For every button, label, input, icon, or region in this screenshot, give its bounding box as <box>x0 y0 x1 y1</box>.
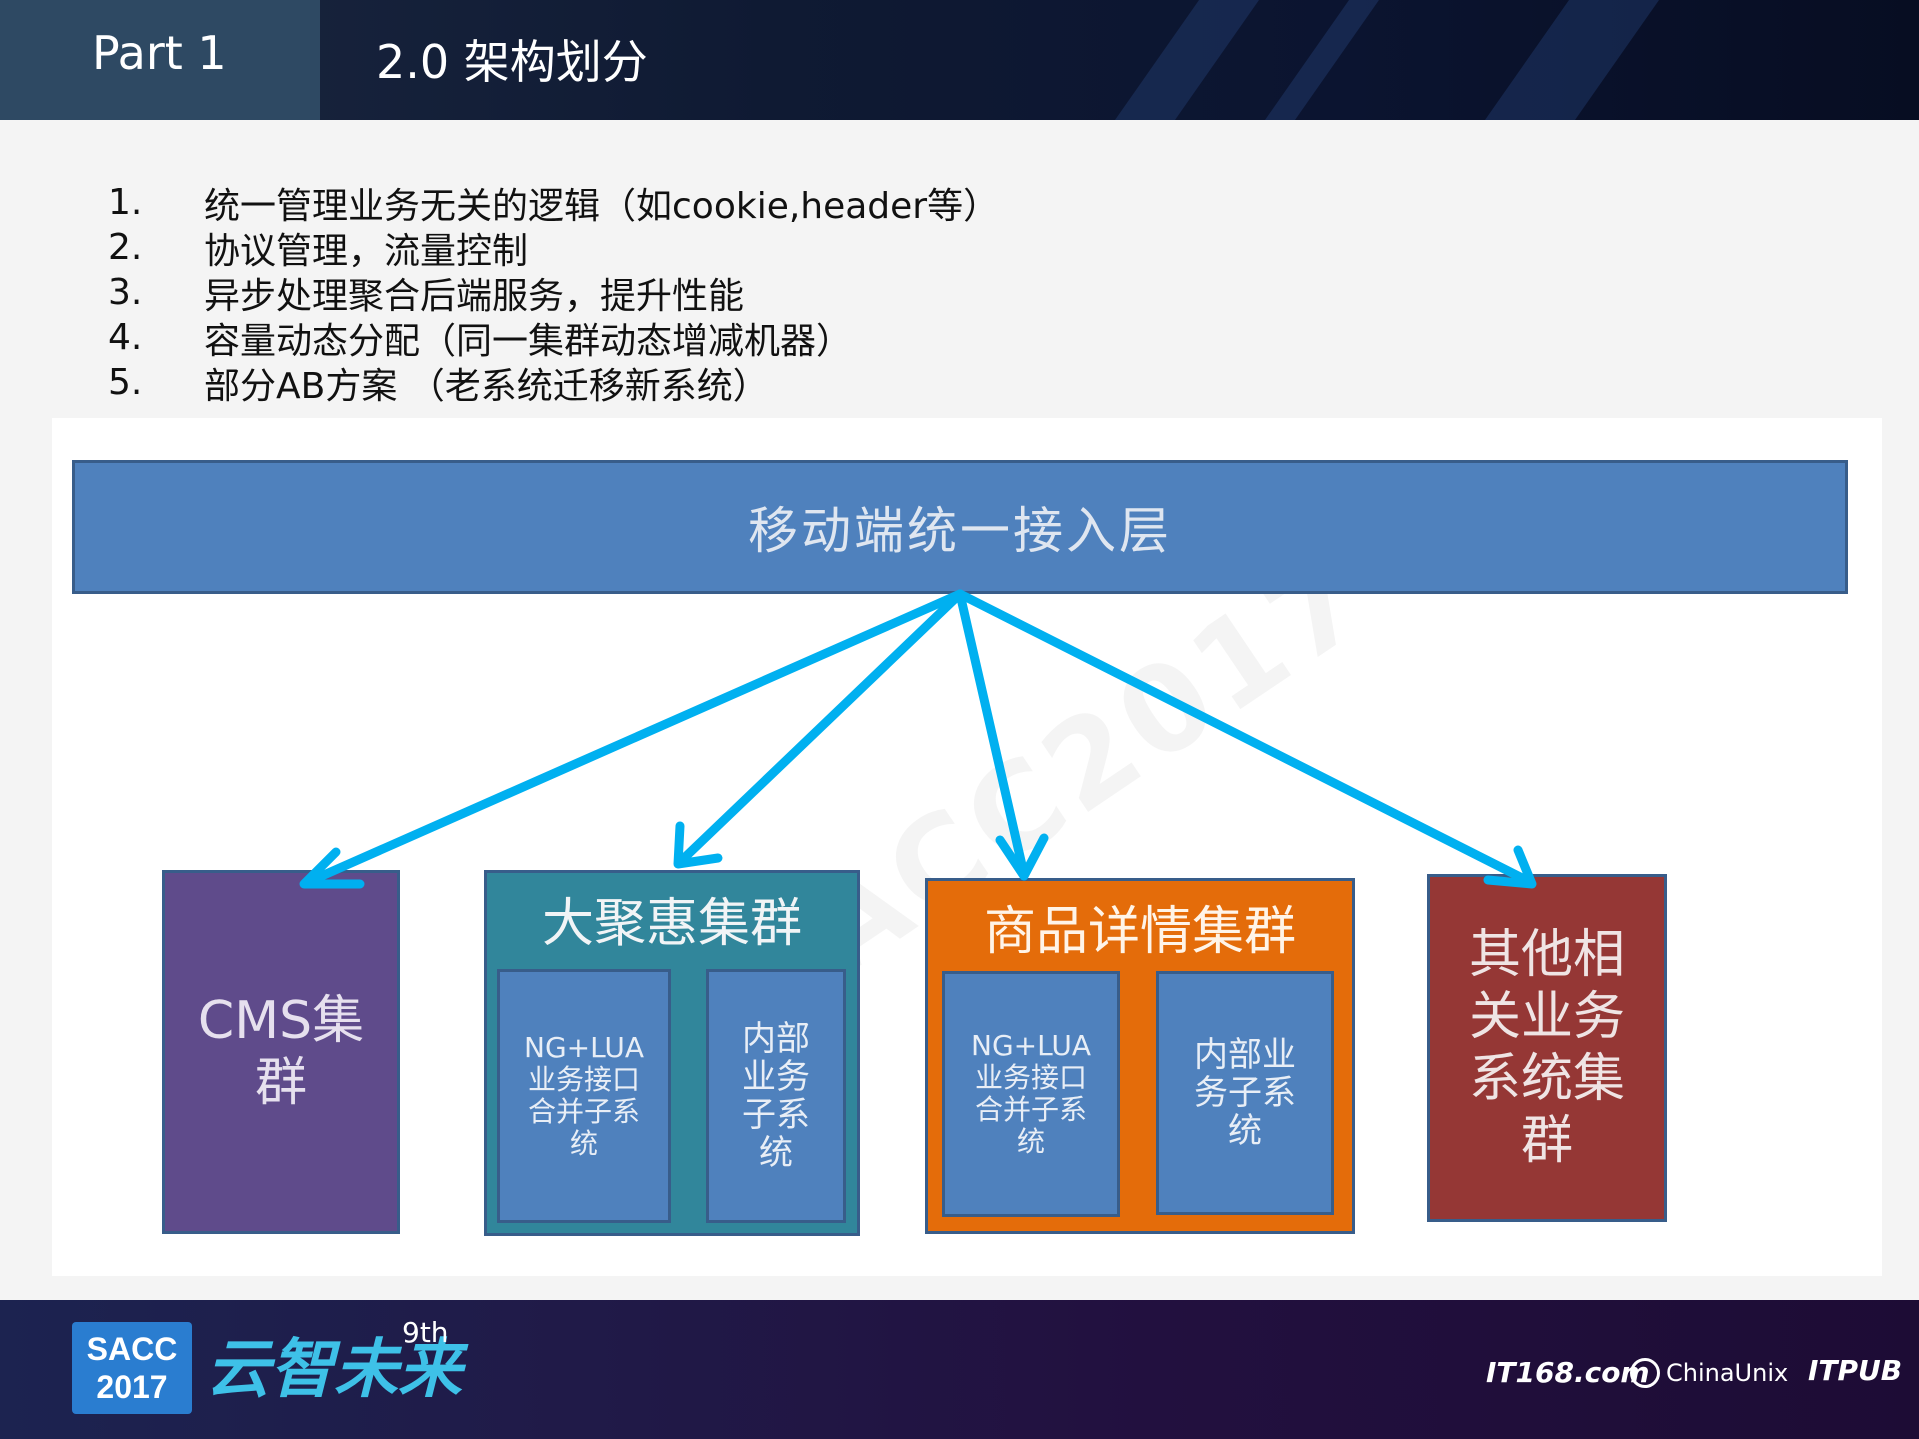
other-cluster-box: 其他相关业务系统集群 <box>1427 874 1667 1222</box>
access-layer-label: 移动端统一接入层 <box>748 502 1172 560</box>
list-text: 部分AB方案 （老系统迁移新系统） <box>204 365 769 407</box>
sacc-logo-top: SACC <box>86 1331 178 1367</box>
spxq-cluster-box: 商品详情集群 NG+LUA业务接口合并子系统 内部业务子系统 <box>925 878 1355 1234</box>
djh-sub-system-2-label: 内部业务子系统 <box>742 1019 810 1173</box>
list-item: 5. 部分AB方案 （老系统迁移新系统） <box>108 360 999 407</box>
djh-sub-system-1: NG+LUA业务接口合并子系统 <box>497 969 671 1223</box>
chinaunix-logo-text: ChinaUnix <box>1666 1359 1789 1387</box>
sacc-logo: SACC 2017 <box>72 1322 192 1414</box>
header-decoration <box>1086 0 1274 120</box>
list-item: 4. 容量动态分配（同一集群动态增减机器） <box>108 315 999 362</box>
spxq-sub-system-1-label: NG+LUA业务接口合并子系统 <box>971 1029 1091 1158</box>
cms-cluster-box: CMS集群 <box>162 870 400 1234</box>
bullet-list: 1. 统一管理业务无关的逻辑（如cookie,header等） 2. 协议管理，… <box>108 180 999 407</box>
list-text: 异步处理聚合后端服务，提升性能 <box>204 275 745 317</box>
list-item: 1. 统一管理业务无关的逻辑（如cookie,header等） <box>108 180 999 227</box>
list-number: 3. <box>108 272 143 313</box>
spxq-sub-system-2: 内部业务子系统 <box>1156 971 1334 1215</box>
djh-sub-system-1-label: NG+LUA业务接口合并子系统 <box>524 1031 644 1160</box>
sacc-logo-bottom: 2017 <box>96 1369 168 1405</box>
cms-cluster-label: CMS集群 <box>197 991 365 1113</box>
list-number: 1. <box>108 182 143 223</box>
slide-title: 2.0 架构划分 <box>376 35 648 89</box>
it168-logo: IT168.com <box>1486 1356 1650 1389</box>
other-cluster-label: 其他相关业务系统集群 <box>1468 925 1625 1171</box>
list-item: 2. 协议管理，流量控制 <box>108 225 999 272</box>
access-layer-box: 移动端统一接入层 <box>72 460 1848 594</box>
spxq-cluster-title: 商品详情集群 <box>983 902 1296 962</box>
slogan-superscript: 9th <box>402 1316 449 1349</box>
header-decoration <box>1236 0 1394 120</box>
slide-header: Part 1 2.0 架构划分 <box>0 0 1919 120</box>
djh-cluster-title: 大聚惠集群 <box>541 894 802 954</box>
slogan-text: 云智未来 <box>206 1333 462 1407</box>
header-decoration <box>1456 0 1674 120</box>
list-text: 容量动态分配（同一集群动态增减机器） <box>204 320 853 362</box>
djh-sub-system-2: 内部业务子系统 <box>706 969 846 1223</box>
spxq-sub-system-2-label: 内部业务子系统 <box>1194 1035 1296 1151</box>
part-label: Part 1 <box>92 26 227 80</box>
list-number: 5. <box>108 362 143 403</box>
list-text: 协议管理，流量控制 <box>204 230 529 272</box>
chinaunix-logo: ChinaUnix <box>1630 1358 1788 1388</box>
part-box: Part 1 <box>0 0 320 120</box>
list-text: 统一管理业务无关的逻辑（如cookie,header等） <box>204 185 1000 227</box>
slide-footer <box>0 1300 1919 1439</box>
chinaunix-icon <box>1630 1358 1660 1388</box>
spxq-sub-system-1: NG+LUA业务接口合并子系统 <box>942 971 1120 1217</box>
list-number: 4. <box>108 317 143 358</box>
list-number: 2. <box>108 227 143 268</box>
djh-cluster-box: 大聚惠集群 NG+LUA业务接口合并子系统 内部业务子系统 <box>484 870 860 1236</box>
itpub-logo: ITPUB <box>1808 1354 1903 1387</box>
list-item: 3. 异步处理聚合后端服务，提升性能 <box>108 270 999 317</box>
